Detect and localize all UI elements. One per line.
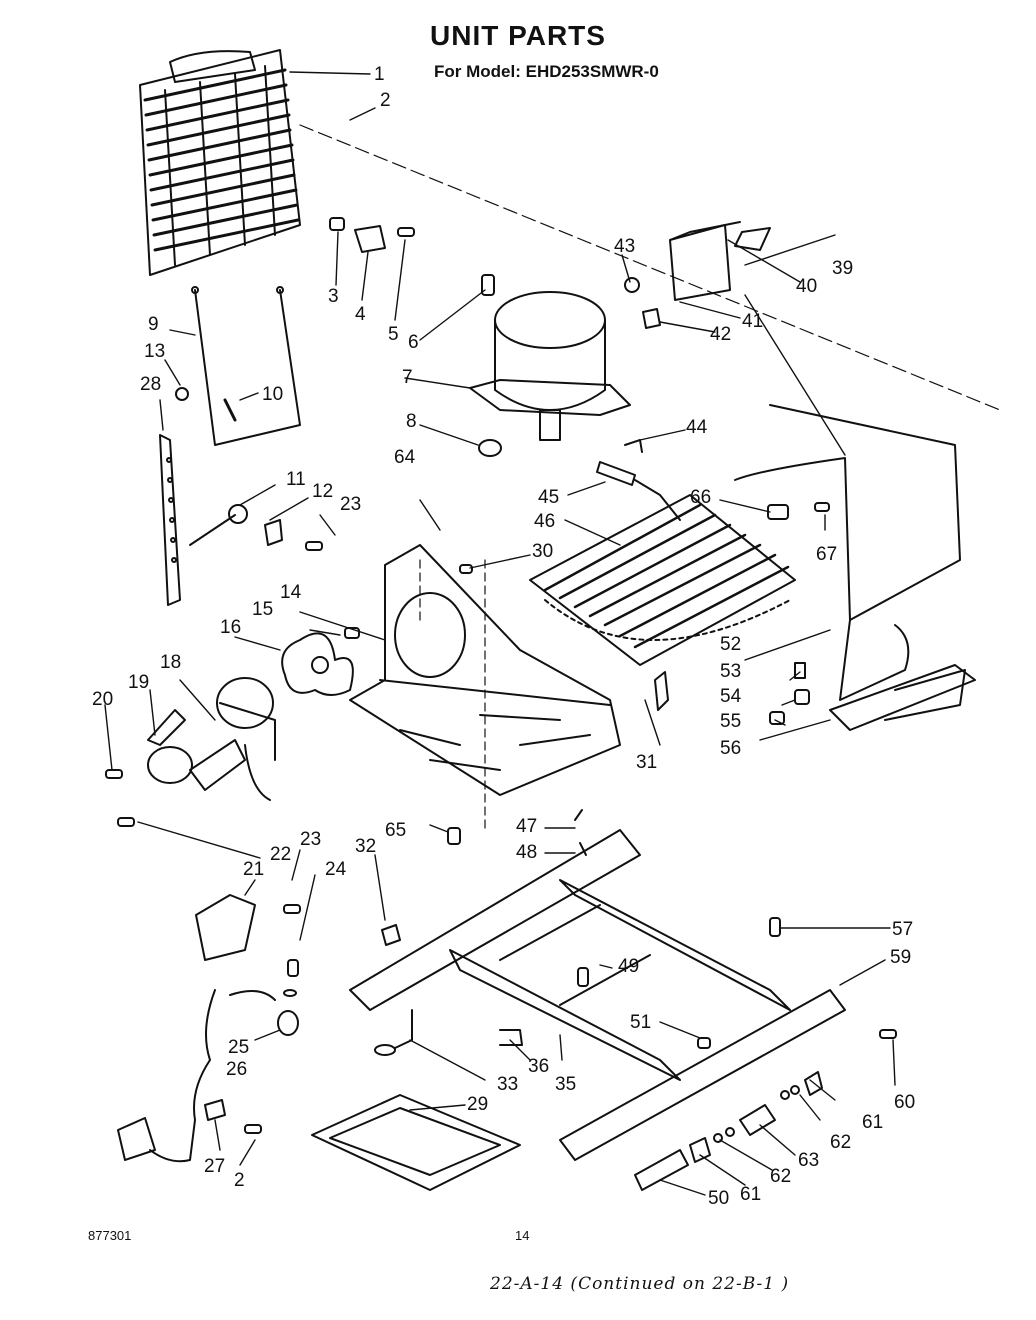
document-number: 877301 (88, 1228, 132, 1243)
drain-pan (311, 1094, 521, 1191)
label-part-14: 14 (280, 582, 302, 603)
evaporator-coil (139, 49, 1001, 411)
label-part-26: 26 (226, 1059, 247, 1080)
label-part-36: 36 (528, 1056, 549, 1077)
label-part-3: 3 (328, 286, 339, 307)
label-part-25: 25 (228, 1037, 249, 1058)
label-part-52: 52 (720, 634, 741, 655)
label-part-30: 30 (532, 541, 553, 562)
label-part-41: 41 (742, 311, 763, 332)
base-frame (349, 829, 846, 1161)
label-part-40: 40 (796, 276, 817, 297)
label-part-19: 19 (128, 672, 149, 693)
label-part-35: 35 (555, 1074, 576, 1095)
base-plate (349, 544, 669, 831)
label-part-11: 11 (286, 469, 306, 490)
condenser-coil (529, 494, 796, 666)
handwritten-continuation-note: 22-A-14 (Continued on 22-B-1 ) (490, 1274, 790, 1294)
label-part-2: 2 (380, 90, 391, 111)
label-part-44: 44 (686, 417, 708, 438)
label-part-16: 16 (220, 617, 241, 638)
label-part-28: 28 (140, 374, 161, 395)
label-part-20: 20 (92, 689, 113, 710)
label-part-61b: 61 (740, 1184, 761, 1205)
terminal-cover (195, 894, 301, 1036)
label-part-57: 57 (892, 919, 913, 940)
label-part-31: 31 (636, 752, 657, 773)
label-part-24: 24 (325, 859, 347, 880)
label-part-33: 33 (497, 1074, 518, 1095)
label-part-4: 4 (355, 304, 366, 325)
label-part-13: 13 (144, 341, 165, 362)
valve-hardware (634, 1071, 823, 1191)
tubing-and-valve (734, 404, 961, 701)
label-part-61a: 61 (862, 1112, 883, 1133)
label-part-59: 59 (890, 947, 911, 968)
label-part-54: 54 (720, 686, 742, 707)
label-part-56: 56 (720, 738, 741, 759)
label-part-42: 42 (710, 324, 731, 345)
label-part-27: 27 (204, 1156, 225, 1177)
label-part-12: 12 (312, 481, 333, 502)
mounting-strip (159, 434, 181, 606)
coil-clips (329, 217, 415, 253)
label-part-18: 18 (160, 652, 181, 673)
leader-lines (104, 71, 896, 1196)
thermistor-assembly (189, 504, 323, 551)
label-part-47: 47 (516, 816, 537, 837)
label-part-2b: 2 (234, 1170, 245, 1191)
compressor (469, 274, 631, 457)
label-part-62b: 62 (770, 1166, 791, 1187)
label-part-21: 21 (243, 859, 264, 880)
label-part-43: 43 (614, 236, 635, 257)
label-part-22: 22 (270, 844, 291, 865)
fasteners (374, 662, 810, 1056)
label-part-7: 7 (402, 367, 413, 388)
label-part-46: 46 (534, 511, 555, 532)
label-part-48: 48 (516, 842, 537, 863)
part-number-labels: 1 2 3 4 5 6 7 8 9 10 11 12 13 14 15 16 1… (92, 64, 915, 1209)
label-part-67: 67 (816, 544, 837, 565)
label-part-8: 8 (406, 411, 417, 432)
label-part-51: 51 (630, 1012, 651, 1033)
fan-motor (105, 677, 276, 827)
label-part-63: 63 (798, 1150, 819, 1171)
label-part-32: 32 (355, 836, 376, 857)
label-part-15: 15 (252, 599, 273, 620)
label-part-6: 6 (408, 332, 419, 353)
label-part-10: 10 (262, 384, 283, 405)
label-part-55: 55 (720, 711, 741, 732)
label-part-9: 9 (148, 314, 159, 335)
label-part-53: 53 (720, 661, 741, 682)
side-bracket (769, 664, 976, 1039)
label-part-5: 5 (388, 324, 399, 345)
power-cord (117, 989, 276, 1163)
label-part-1: 1 (374, 64, 385, 85)
label-part-49: 49 (618, 956, 639, 977)
label-part-60: 60 (894, 1092, 915, 1113)
label-part-29: 29 (467, 1094, 488, 1115)
defrost-heater (175, 286, 301, 446)
condenser-fan (281, 627, 360, 696)
label-part-45: 45 (538, 487, 559, 508)
label-part-62a: 62 (830, 1132, 851, 1153)
relay-box (624, 221, 771, 329)
page-title: UNIT PARTS (430, 20, 606, 51)
label-part-39: 39 (832, 258, 853, 279)
label-part-23b: 23 (340, 494, 361, 515)
label-part-64: 64 (394, 447, 416, 468)
model-subtitle: For Model: EHD253SMWR-0 (434, 62, 659, 81)
page-number: 14 (515, 1228, 530, 1243)
label-part-23a: 23 (300, 829, 321, 850)
label-part-65: 65 (385, 820, 406, 841)
label-part-66: 66 (690, 487, 711, 508)
label-part-50: 50 (708, 1188, 729, 1209)
